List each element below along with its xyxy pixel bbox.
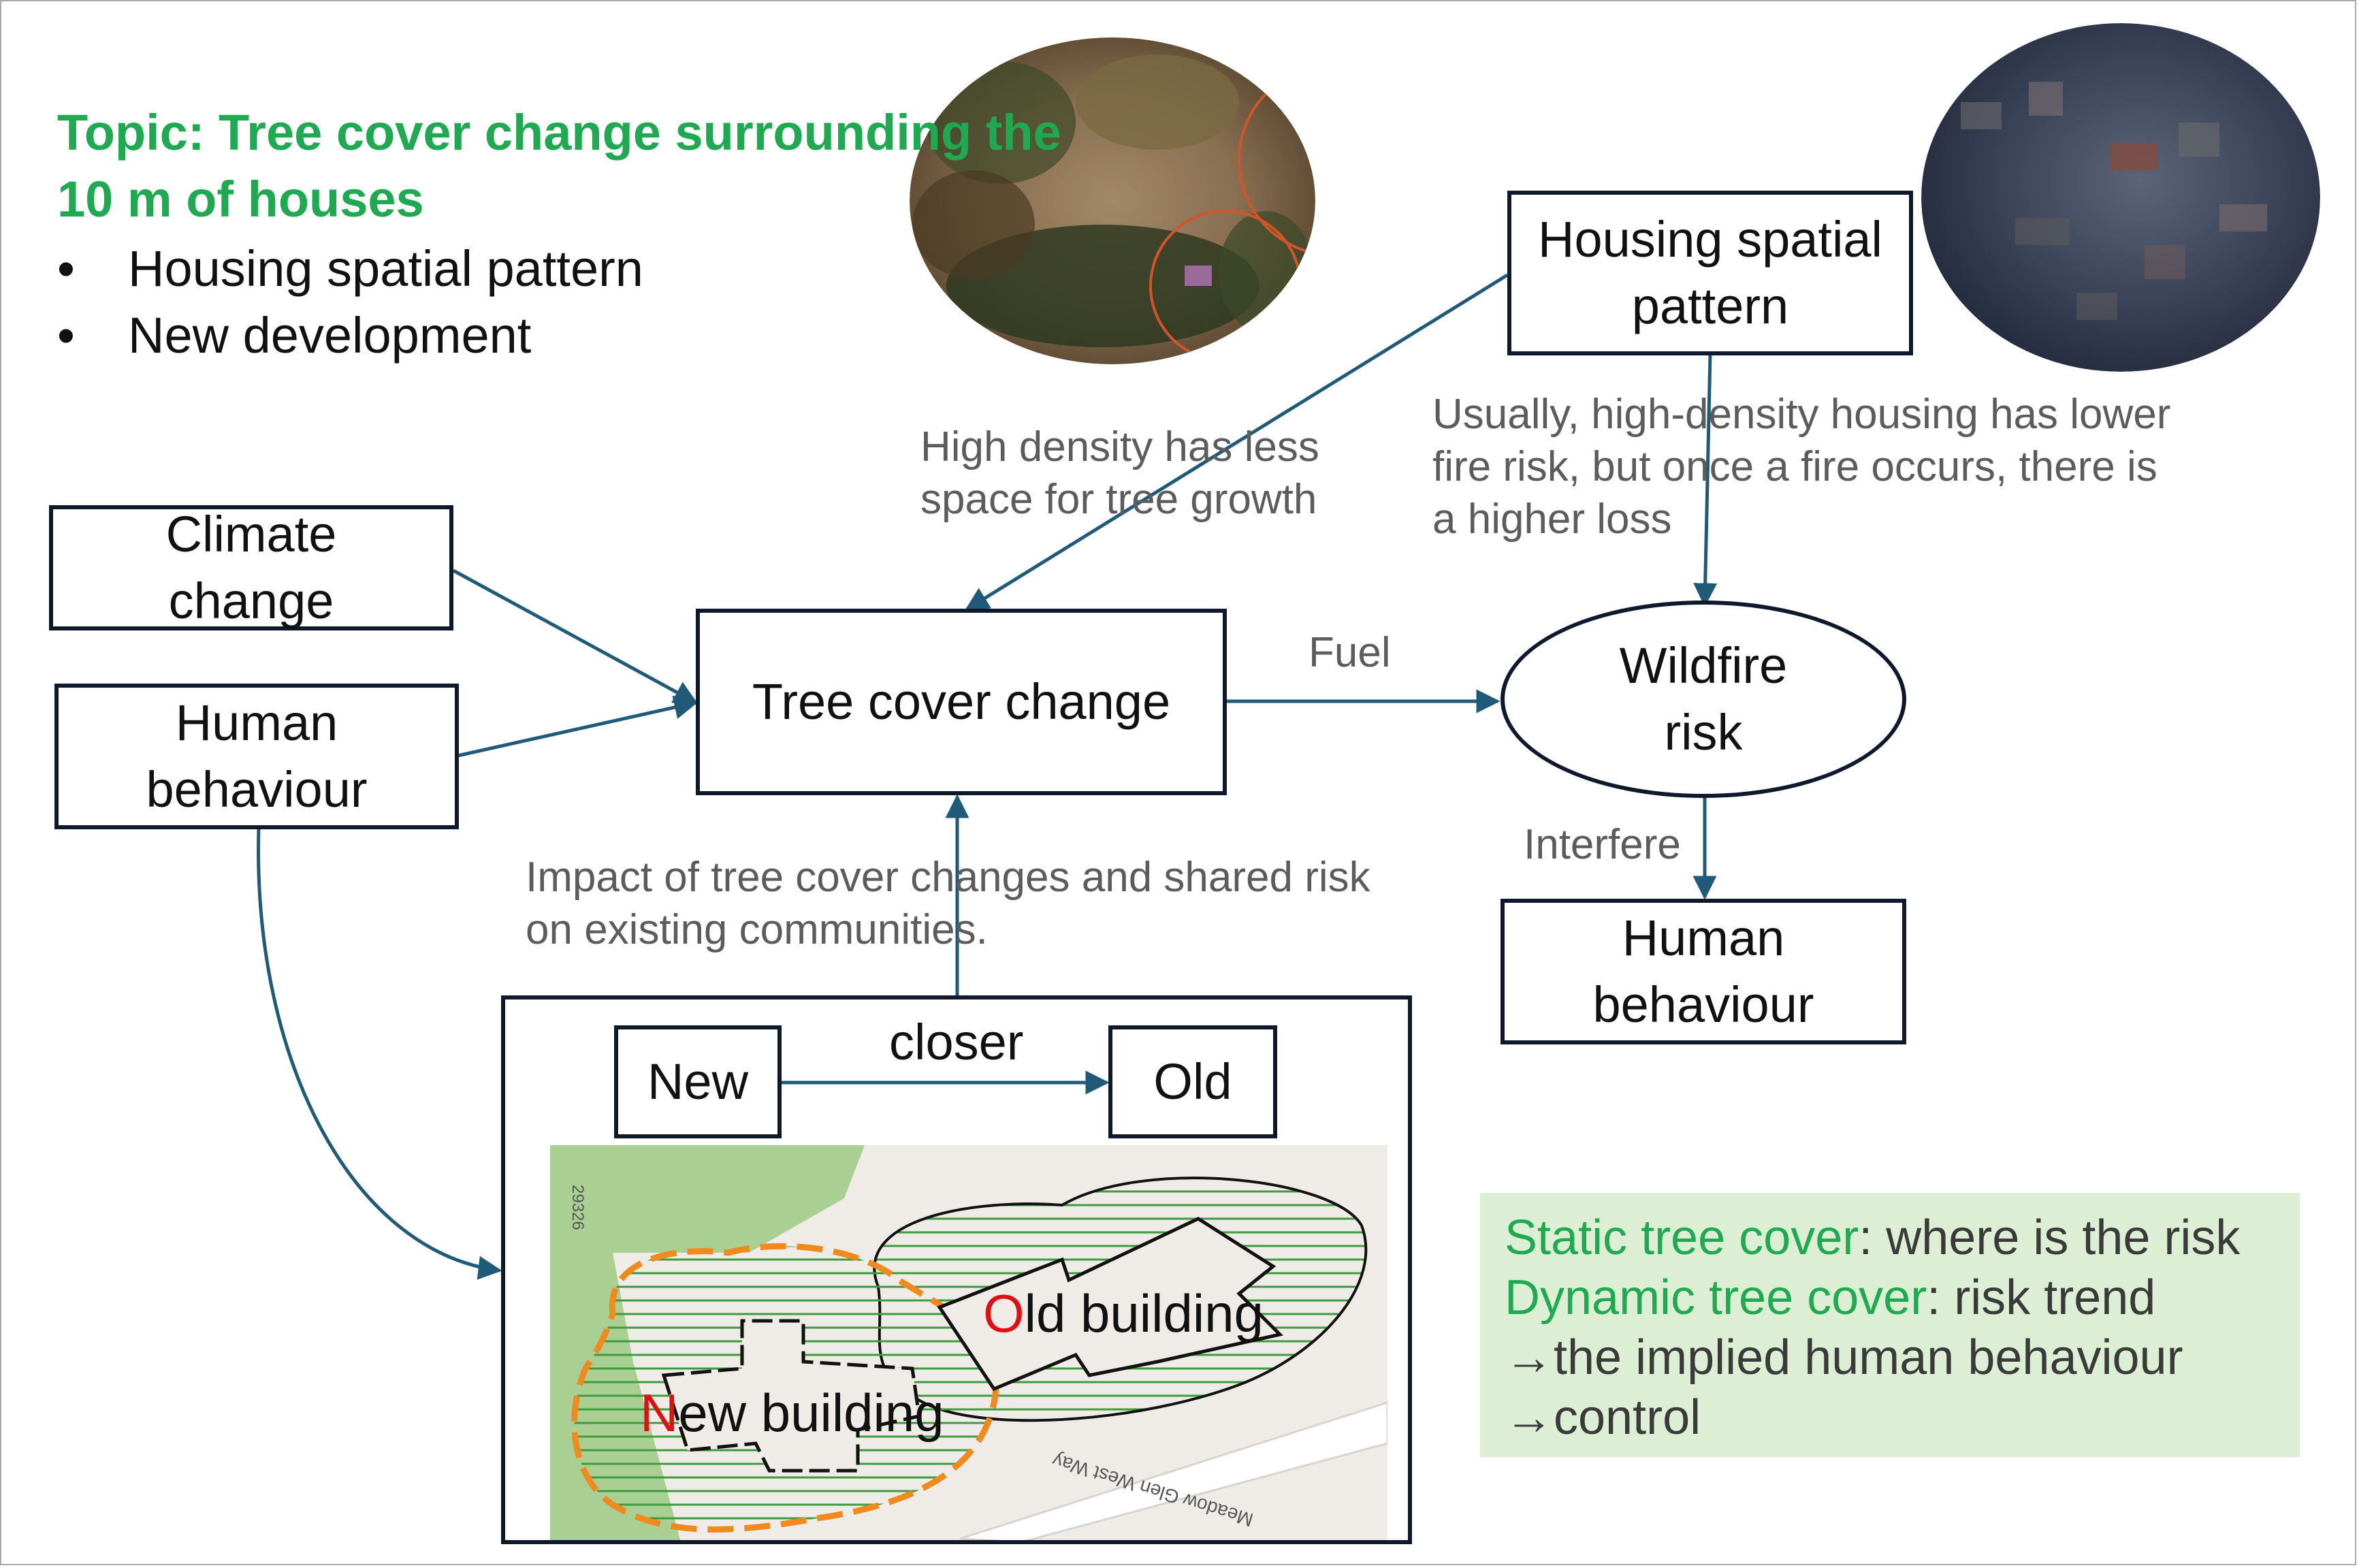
node-label: Housing spatial pattern bbox=[1538, 211, 1882, 334]
summary-text: : risk trend bbox=[1927, 1270, 2156, 1325]
note-line: Usually, high-density housing has lower bbox=[1432, 391, 2171, 438]
bullet-text: New development bbox=[128, 307, 532, 364]
label-closer: closer bbox=[889, 1014, 1024, 1070]
node-new: New bbox=[614, 1025, 782, 1138]
node-label: Old bbox=[1153, 1053, 1232, 1110]
note-line: a higher loss bbox=[1432, 496, 1672, 543]
label-interfere: Interfere bbox=[1524, 821, 1681, 868]
parcel-label: 29326 bbox=[568, 1185, 587, 1230]
note-line: High density has less bbox=[920, 423, 1319, 470]
building-label-rest: ld building bbox=[1024, 1283, 1264, 1343]
building-label-rest: ew building bbox=[678, 1383, 944, 1443]
note-impact: Impact of tree cover changes and shared … bbox=[526, 851, 1370, 956]
highlight-letter: N bbox=[640, 1383, 679, 1443]
node-climate-change: Climate change bbox=[49, 505, 453, 630]
summary-key: Static tree cover bbox=[1505, 1211, 1859, 1265]
node-label: New bbox=[647, 1053, 749, 1110]
node-wildfire-risk: Wildfire risk bbox=[1501, 601, 1906, 798]
node-housing-spatial-pattern: Housing spatial pattern bbox=[1507, 191, 1913, 355]
node-label: Tree cover change bbox=[752, 673, 1171, 730]
summary-line: Static tree cover: where is the risk bbox=[1505, 1208, 2300, 1268]
summary-box: Static tree cover: where is the risk Dyn… bbox=[1480, 1193, 2300, 1457]
summary-text: : where is the risk bbox=[1859, 1211, 2241, 1265]
node-human-behaviour-right: Human behaviour bbox=[1501, 899, 1906, 1044]
summary-key: Dynamic tree cover bbox=[1505, 1270, 1927, 1325]
topic-title: Topic: Tree cover change surrounding the… bbox=[57, 104, 1061, 227]
summary-line: →control bbox=[1505, 1390, 1701, 1445]
bullet-item: • New development bbox=[57, 302, 643, 369]
bullet-dot: • bbox=[57, 240, 75, 297]
note-high-density: High density has less space for tree gro… bbox=[920, 421, 1319, 526]
topic-bullets: • Housing spatial pattern • New developmen… bbox=[57, 236, 643, 369]
node-label: Human behaviour bbox=[1592, 910, 1814, 1033]
map-area bbox=[550, 1145, 1387, 1542]
node-human-behaviour-left: Human behaviour bbox=[54, 684, 459, 829]
note-line: fire risk, but once a fire occurs, there… bbox=[1432, 443, 2157, 490]
node-label: Climate change bbox=[165, 506, 337, 629]
note-line: Impact of tree cover changes and shared … bbox=[526, 854, 1370, 901]
summary-line: →the implied human behaviour bbox=[1505, 1330, 2183, 1385]
note-line: space for tree growth bbox=[920, 476, 1317, 523]
summary-line: Dynamic tree cover: risk trend bbox=[1505, 1268, 2300, 1328]
node-label: Human behaviour bbox=[146, 694, 368, 818]
bullet-dot: • bbox=[57, 307, 75, 364]
note-line: on existing communities. bbox=[526, 906, 988, 953]
label-old-building: Old building bbox=[983, 1283, 1264, 1345]
label-new-building: New building bbox=[640, 1382, 944, 1444]
note-usually: Usually, high-density housing has lower … bbox=[1432, 388, 2170, 545]
bullet-item: • Housing spatial pattern bbox=[57, 236, 643, 302]
aerial-photo-right bbox=[1921, 23, 2320, 372]
node-old: Old bbox=[1108, 1025, 1277, 1138]
label-fuel: Fuel bbox=[1309, 629, 1391, 676]
development-panel bbox=[501, 995, 1412, 1544]
arrows bbox=[257, 273, 1718, 1280]
node-tree-cover-change: Tree cover change bbox=[696, 609, 1227, 795]
bullet-text: Housing spatial pattern bbox=[128, 240, 643, 297]
highlight-letter: O bbox=[983, 1283, 1025, 1343]
node-label: Wildfire risk bbox=[1619, 637, 1788, 761]
